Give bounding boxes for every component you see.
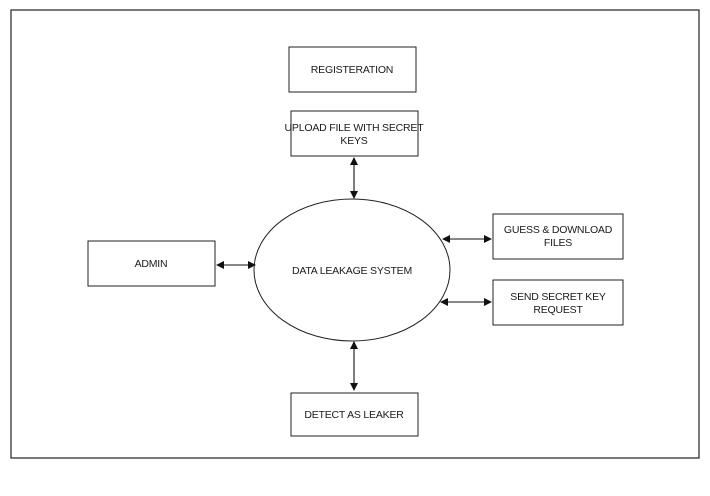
admin-node: ADMIN xyxy=(87,240,216,287)
upload-file-label-line2: KEYS xyxy=(340,135,367,147)
upload-file-box xyxy=(290,110,419,157)
upload-file-label-line1: UPLOAD FILE WITH SECRET xyxy=(285,122,425,134)
guess-download-label-line1: GUESS & DOWNLOAD xyxy=(504,224,613,236)
detect-leaker-node: DETECT AS LEAKER xyxy=(290,392,419,437)
registration-label: REGISTERATION xyxy=(311,64,393,76)
detect-leaker-label: DETECT AS LEAKER xyxy=(304,409,404,421)
admin-box xyxy=(87,240,216,287)
send-secret-key-node: SEND SECRET KEY REQUEST xyxy=(492,279,624,326)
guess-download-box xyxy=(492,213,624,260)
registration-box xyxy=(288,46,417,93)
guess-download-label-line2: FILES xyxy=(544,237,572,249)
send-secret-key-box xyxy=(492,279,624,326)
upload-file-node: UPLOAD FILE WITH SECRET KEYS xyxy=(285,110,425,157)
registration-node: REGISTERATION xyxy=(288,46,417,93)
send-secret-key-label-line1: SEND SECRET KEY xyxy=(510,291,606,303)
data-leakage-system-node: DATA LEAKAGE SYSTEM xyxy=(253,198,451,342)
send-secret-key-label-line2: REQUEST xyxy=(533,304,583,316)
detect-leaker-box xyxy=(290,392,419,437)
guess-download-node: GUESS & DOWNLOAD FILES xyxy=(492,213,624,260)
data-leakage-system-label: DATA LEAKAGE SYSTEM xyxy=(292,265,412,277)
admin-label: ADMIN xyxy=(135,258,168,270)
